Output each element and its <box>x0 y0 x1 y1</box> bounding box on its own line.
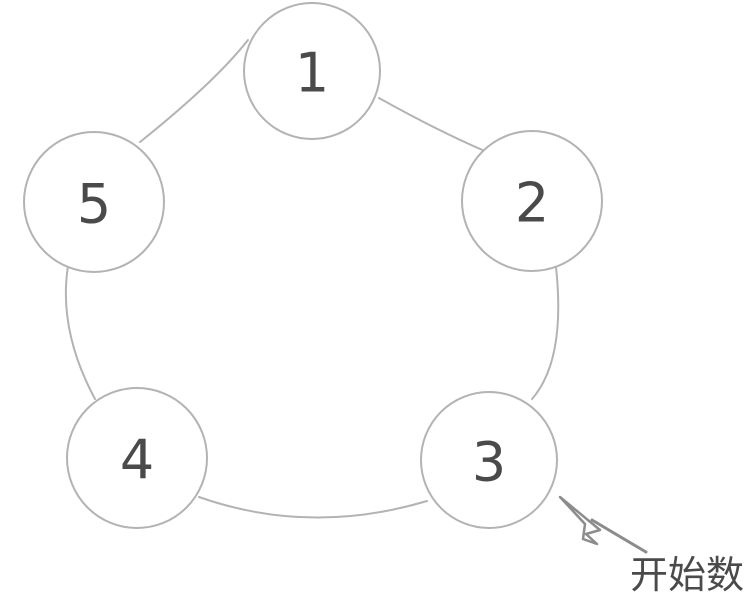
node-4[interactable]: 4 <box>66 387 208 529</box>
edge-3-to-4 <box>198 496 428 519</box>
node-1-label: 1 <box>295 42 329 105</box>
node-layer: 1 2 3 4 5 <box>23 2 603 529</box>
edge-2-to-3 <box>531 266 560 400</box>
node-3-circle[interactable] <box>420 391 558 529</box>
edge-layer <box>64 39 560 519</box>
edge-4-to-5 <box>64 265 96 400</box>
node-5-circle[interactable] <box>23 131 165 273</box>
node-5-label: 5 <box>77 173 111 236</box>
node-2-label: 2 <box>515 172 549 235</box>
node-2[interactable]: 2 <box>461 130 603 272</box>
annotation-arrow <box>558 495 648 554</box>
node-5[interactable]: 5 <box>23 131 165 273</box>
node-4-label: 4 <box>120 429 154 492</box>
node-3-label: 3 <box>472 431 506 494</box>
node-1-circle[interactable] <box>243 2 381 140</box>
node-2-circle[interactable] <box>461 130 603 272</box>
node-1[interactable]: 1 <box>243 2 381 140</box>
edge-1-to-2 <box>378 97 488 153</box>
edge-5-to-1 <box>139 39 249 143</box>
node-4-circle[interactable] <box>66 387 208 529</box>
annotation-label: 开始数 <box>630 553 744 597</box>
arrow-shaft <box>590 518 648 554</box>
node-3[interactable]: 3 <box>420 391 558 529</box>
arrow-head-icon <box>558 495 602 546</box>
